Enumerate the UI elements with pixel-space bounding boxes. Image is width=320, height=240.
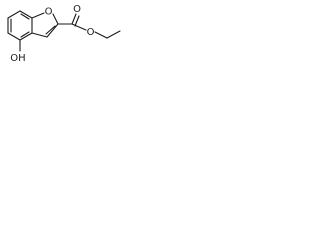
- double-bond-c2-c3: [45, 25, 56, 35]
- bond-c4-c5: [7, 32, 21, 41]
- ring-oxygen-label: O: [45, 7, 53, 18]
- furan-ring: [31, 12, 59, 38]
- benzene-ring: [7, 10, 33, 41]
- bond-o1-c2: [52, 13, 59, 25]
- bond-carbonyl-ester-o: [71, 23, 87, 31]
- double-bond-carbonyl-o: [74, 15, 80, 27]
- chemical-structure-diagram: O O O OH: [7, 4, 121, 64]
- double-bond-c3a-c4: [20, 31, 30, 38]
- bond-ch2-ch3: [106, 30, 121, 39]
- bond-c7-c7a: [19, 10, 33, 19]
- ester-oxygen-label: O: [87, 27, 95, 38]
- bond-ester-o-ch2: [94, 31, 108, 39]
- bond-c7a-o1: [31, 12, 45, 19]
- bond-c6-c7: [7, 10, 21, 19]
- double-bond-c7-c7a: [20, 13, 30, 20]
- hydroxyl-label: OH: [10, 53, 25, 64]
- bond-carbonyl-o: [71, 13, 77, 25]
- carbonyl-oxygen-label: O: [73, 4, 81, 15]
- bond-c2-c3: [46, 23, 59, 38]
- ester-group: [57, 13, 121, 39]
- bond-c3-c3a: [31, 32, 48, 38]
- bond-c3a-c4: [19, 32, 33, 41]
